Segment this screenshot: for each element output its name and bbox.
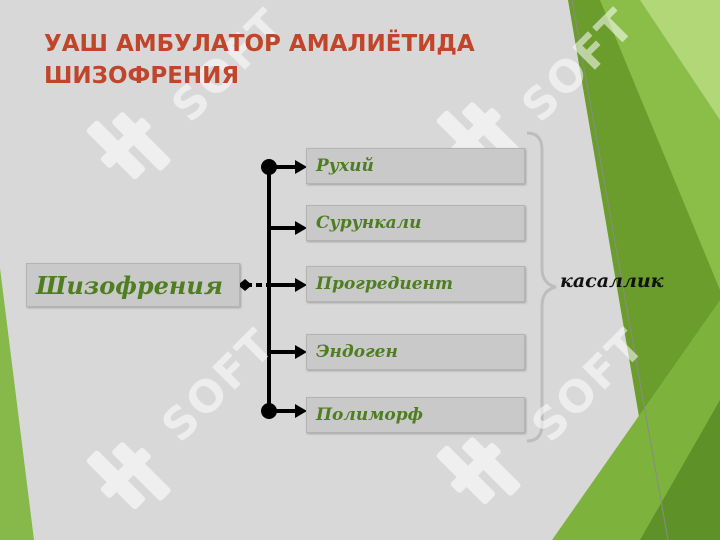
arrow-head-5 xyxy=(295,404,307,418)
trunk-end-dot xyxy=(261,159,277,175)
branch-box-2: Сурункали xyxy=(306,205,525,241)
fj-logo-icon xyxy=(436,437,521,505)
right-green-corner xyxy=(640,400,720,540)
fj-logo-icon xyxy=(86,112,171,180)
arrow-head-1 xyxy=(295,160,307,174)
root-box: Шизофрения xyxy=(26,263,240,307)
slide-title: УАШ АМБУЛАТОР АМАЛИЁТИДА ШИЗОФРЕНИЯ xyxy=(44,31,475,89)
left-green-stripe xyxy=(0,268,34,540)
arrow-head-3 xyxy=(295,278,307,292)
branch-label: Рухий xyxy=(316,156,374,176)
branch-box-4: Эндоген xyxy=(306,334,525,370)
branch-box-5: Полиморф xyxy=(306,397,525,433)
right-green-highlight xyxy=(640,0,720,120)
arrow-head-4 xyxy=(295,345,307,359)
bracket-label: касаллик xyxy=(560,270,664,292)
panel-edge-line xyxy=(571,0,669,540)
arrow-head-2 xyxy=(295,221,307,235)
fj-logo-icon xyxy=(86,442,171,510)
branch-box-1: Рухий xyxy=(306,148,525,184)
curly-bracket xyxy=(526,131,557,443)
root-diamond-marker xyxy=(238,279,252,291)
branch-label: Эндоген xyxy=(316,342,398,362)
trunk-end-dot xyxy=(261,403,277,419)
root-label: Шизофрения xyxy=(36,270,223,300)
branch-box-3: Прогредиент xyxy=(306,266,525,302)
branch-label: Сурункали xyxy=(316,213,422,233)
branch-label: Прогредиент xyxy=(316,274,453,294)
connector-markers xyxy=(238,159,307,419)
branch-label: Полиморф xyxy=(316,405,423,425)
